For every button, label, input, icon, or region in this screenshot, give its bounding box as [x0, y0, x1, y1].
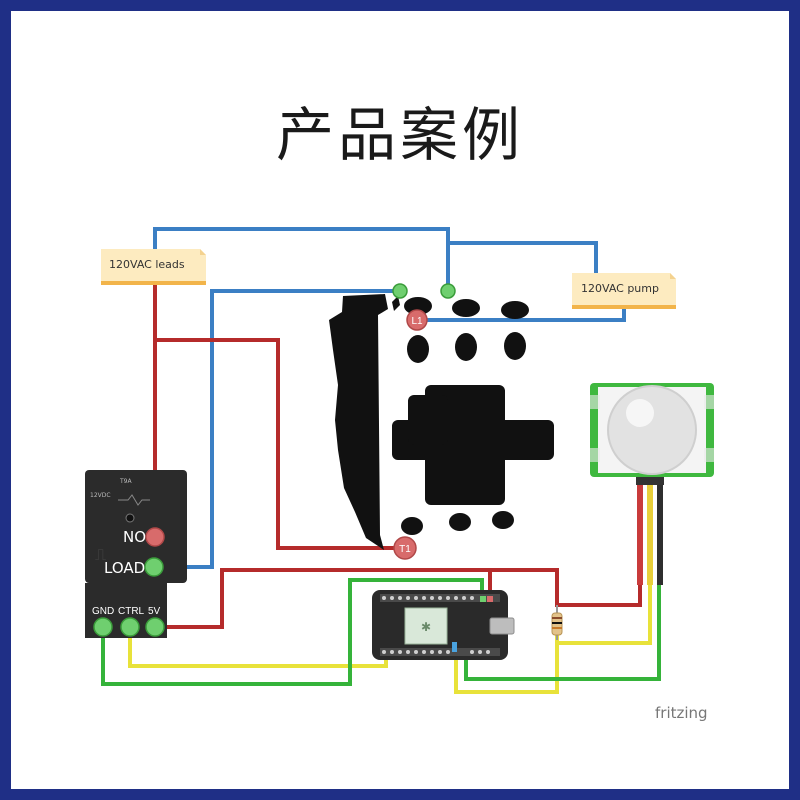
- pir-sensor: [590, 383, 714, 585]
- relay-model: T9A: [119, 478, 132, 485]
- svg-text:✱: ✱: [421, 620, 431, 634]
- mcu-pin-vin[interactable]: [487, 596, 493, 602]
- wires: [101, 227, 661, 694]
- wire-red-to-t1: [157, 338, 398, 550]
- page-title: 产品案例: [275, 101, 524, 169]
- contactor-pin-a2[interactable]: [440, 283, 456, 299]
- header-pins-bottom: [382, 650, 490, 654]
- relay-pin-no-label: NO: [123, 528, 146, 546]
- note-ac-leads: 120VAC leads: [101, 249, 206, 285]
- led: [452, 642, 457, 652]
- note-ac-leads-text: 120VAC leads: [109, 258, 185, 271]
- wire-red-5v: [163, 568, 492, 629]
- usb-port: [489, 617, 515, 635]
- relay-pin-no[interactable]: [145, 527, 165, 547]
- wire-yellow-signal: [454, 640, 559, 694]
- microcontroller-board: ✱: [372, 590, 515, 660]
- relay-module: T9A 12VDC ⎍ NO LOAD GND CTRL 5V: [85, 470, 187, 638]
- contactor-pin-a1[interactable]: [392, 283, 408, 299]
- relay-pin-load-label: LOAD: [104, 559, 145, 577]
- wire-yellow-pir: [555, 585, 652, 645]
- pir-lead-gnd: [657, 485, 663, 585]
- relay-pin-gnd[interactable]: [93, 617, 113, 637]
- wire-blue-leads-to-pump: [446, 229, 598, 275]
- wire-green-pir-gnd: [464, 585, 661, 681]
- pir-lens: [607, 385, 697, 475]
- contactor-pin-t1[interactable]: [393, 536, 417, 560]
- wire-blue-load: [163, 289, 400, 569]
- wire-green-gnd: [101, 578, 484, 686]
- relay-pin-5v-label: 5V: [148, 606, 161, 617]
- wire-red-mcu-to-resistor: [490, 568, 642, 607]
- relay-pin-ctrl[interactable]: [120, 617, 140, 637]
- contactor-pin-l1-label: L1: [411, 316, 423, 327]
- wire-blue-leads-top: [153, 227, 450, 291]
- fritzing-logo: fritzing: [655, 704, 708, 722]
- relay-pin-load[interactable]: [144, 557, 164, 577]
- resistor: [551, 605, 563, 640]
- wire-yellow-ctrl: [128, 637, 388, 668]
- pir-lead-vcc: [637, 485, 643, 585]
- relay-mark: ⎍: [95, 545, 106, 564]
- relay-pin-gnd-label: GND: [92, 606, 114, 617]
- note-ac-pump-text: 120VAC pump: [581, 282, 659, 295]
- note-ac-pump: 120VAC pump: [572, 273, 676, 309]
- relay-pin-ctrl-label: CTRL: [118, 606, 145, 617]
- mcu-pin-gnd[interactable]: [480, 596, 486, 602]
- header-pins-top: [382, 596, 474, 600]
- wifi-module: [404, 607, 448, 645]
- wire-blue-pump-return: [415, 309, 626, 322]
- contactor: [329, 294, 554, 550]
- contactor-pin-l1[interactable]: [406, 309, 428, 331]
- contactor-pins: L1 T1: [392, 283, 456, 560]
- relay-pin-5v[interactable]: [145, 617, 165, 637]
- relay-rating: 12VDC: [90, 492, 111, 499]
- contactor-body-left: [329, 294, 388, 550]
- contactor-pin-t1-label: T1: [399, 544, 411, 555]
- pir-lead-out: [647, 485, 653, 585]
